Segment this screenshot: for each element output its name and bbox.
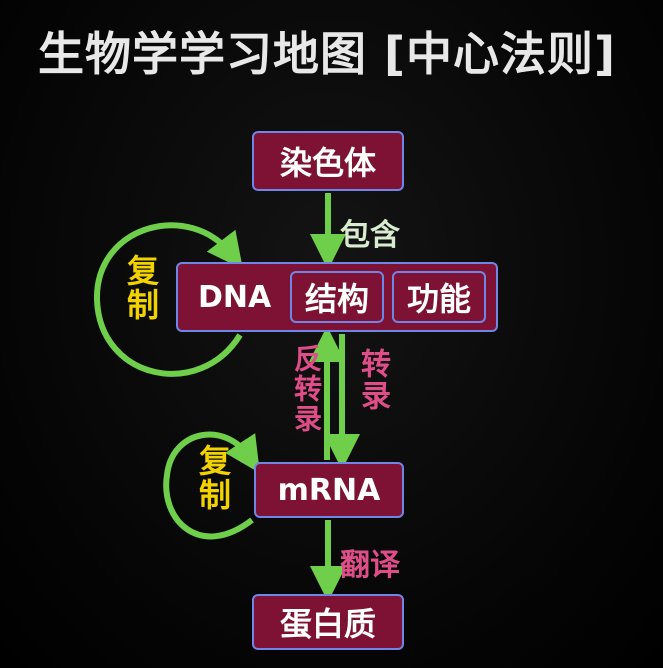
page-title: 生物学学习地图 [中心法则] bbox=[38, 27, 617, 81]
mrna-replication-loop bbox=[163, 431, 260, 540]
edge-mrna-replication-label: 复制 bbox=[194, 444, 232, 512]
edge-transcription-label: 转录 bbox=[355, 348, 390, 412]
node-protein: 蛋白质 bbox=[252, 594, 404, 650]
node-chromosome: 染色体 bbox=[252, 131, 404, 191]
edge-reverse-transcription-label: 反转录 bbox=[290, 344, 323, 434]
edge-translation-label: 翻译 bbox=[340, 548, 400, 583]
node-dna: DNA 结构 功能 bbox=[176, 262, 498, 332]
node-function-label: 功能 bbox=[406, 280, 471, 318]
edge-dna-replication-label: 复制 bbox=[122, 254, 160, 322]
node-function: 功能 bbox=[392, 271, 486, 323]
node-protein-label: 蛋白质 bbox=[279, 605, 376, 643]
node-structure-label: 结构 bbox=[304, 280, 369, 318]
node-structure: 结构 bbox=[290, 271, 384, 323]
node-mrna-label: mRNA bbox=[277, 472, 381, 508]
node-chromosome-label: 染色体 bbox=[279, 144, 376, 182]
node-dna-label: DNA bbox=[198, 279, 272, 315]
dna-replication-loop bbox=[93, 222, 243, 377]
node-mrna: mRNA bbox=[254, 462, 404, 518]
edge-contains-label: 包含 bbox=[340, 218, 400, 253]
